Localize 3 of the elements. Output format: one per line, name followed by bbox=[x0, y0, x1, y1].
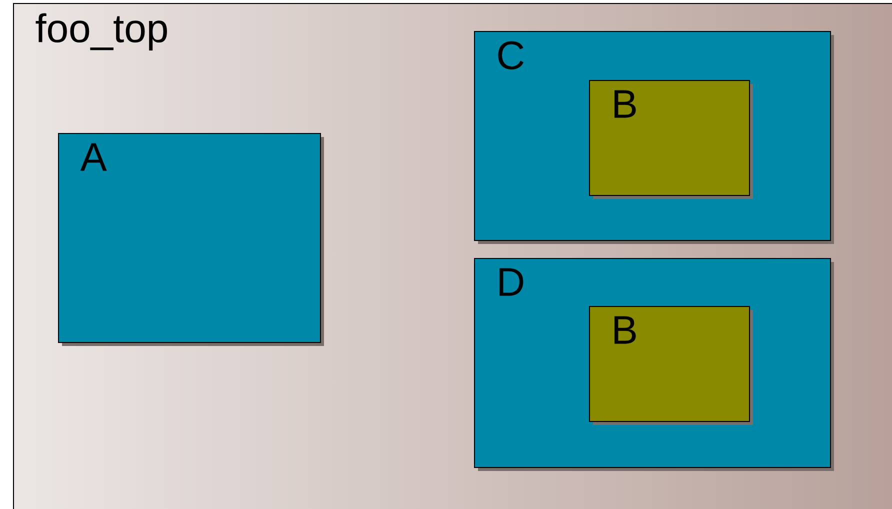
module-box: A bbox=[58, 133, 324, 346]
submodule-box: B bbox=[589, 80, 753, 199]
submodule-box: B bbox=[589, 306, 753, 425]
